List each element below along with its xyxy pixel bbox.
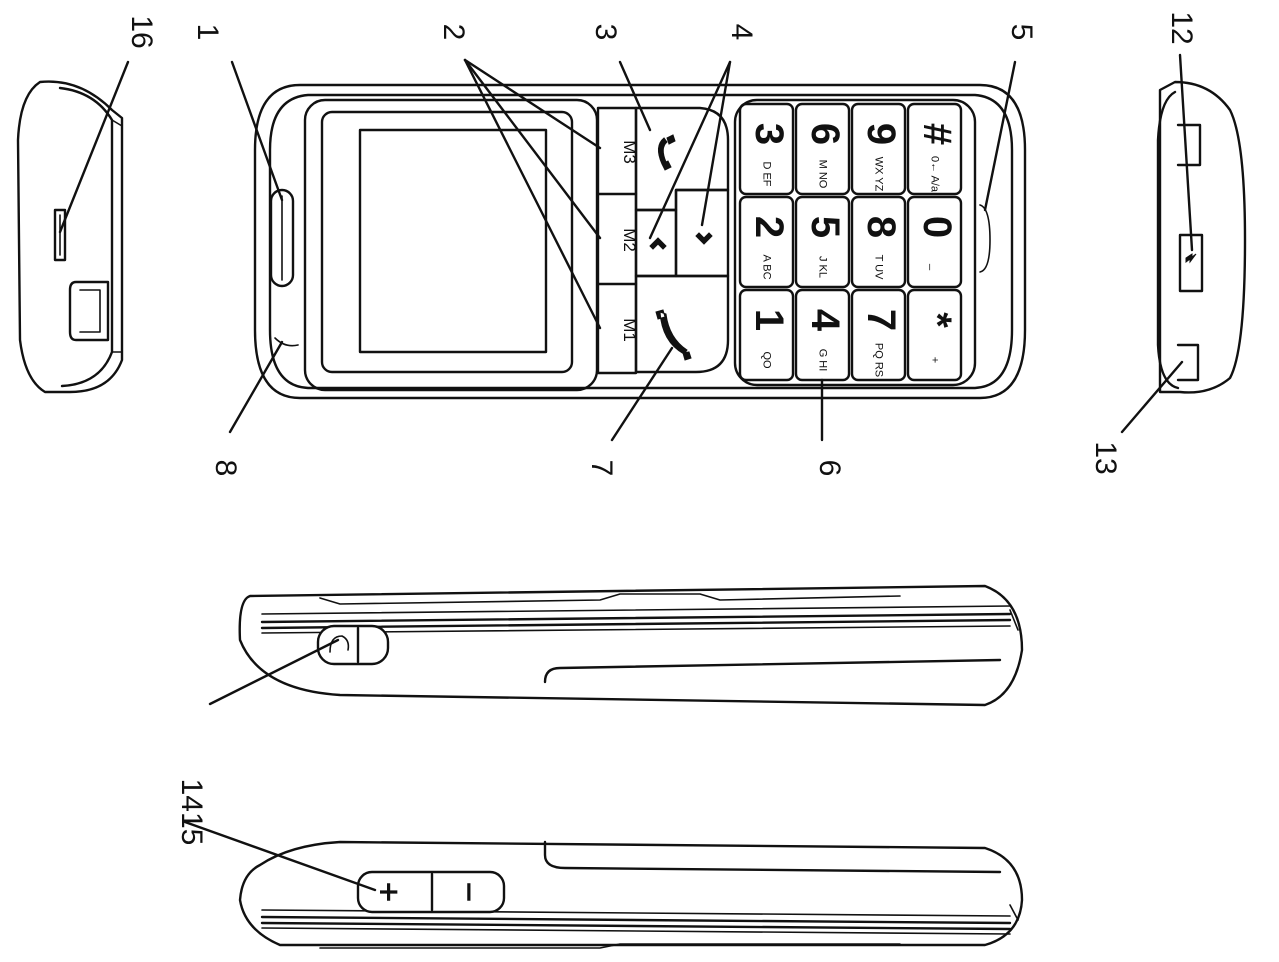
phone-end-icon [658, 134, 676, 171]
key-digit: * [915, 312, 959, 328]
callout-16: 16 [125, 15, 158, 48]
key-digit: # [915, 123, 959, 145]
key-letters: G HI [817, 349, 829, 372]
key-letters: D EF [761, 161, 773, 186]
key-digit: 1 [747, 309, 791, 331]
keypad-key-9[interactable]: 9 WX YZ [850, 102, 907, 196]
keypad-key-0[interactable]: 0_ [906, 195, 963, 289]
keypad-key-5[interactable]: 5 J KL [794, 195, 851, 289]
earpiece-speaker [269, 188, 295, 288]
callout-8: 8 [209, 460, 242, 477]
key-letters: PQ RS [873, 343, 885, 377]
memory-key-m3[interactable]: M3 [620, 140, 639, 164]
phone-bottom-view [1156, 80, 1247, 394]
volume-up-label: + [373, 880, 406, 903]
usb-icon [1185, 253, 1197, 264]
callout-2: 2 [437, 24, 470, 41]
phone-front-view: M3 M2 M1 1QO 2 A BC 3 D EF 4 G HI 5 J KL 6 M NO 7PQ… [253, 83, 1027, 400]
callout-13: 13 [1089, 441, 1122, 474]
key-digit: 8 [859, 216, 903, 238]
key-letters: J KL [817, 256, 829, 278]
leader-lines [58, 53, 1194, 892]
key-digit: 7 [859, 309, 903, 331]
keypad-key-7[interactable]: 7 PQ RS [850, 288, 907, 382]
chevron-up-icon [649, 237, 667, 250]
key-digit: 3 [747, 123, 791, 145]
callout-3: 3 [589, 24, 622, 41]
key-letters: T UV [873, 255, 885, 281]
callout-12: 12 [1165, 11, 1198, 44]
key-digit: 5 [803, 216, 847, 238]
phone-call-icon [655, 309, 692, 361]
screen [358, 128, 548, 354]
key-letters: M NO [817, 160, 829, 189]
key-letters: WX YZ [873, 157, 885, 192]
keypad: 1QO 2 A BC 3 D EF 4 G HI 5 J KL 6 M NO 7 PQ RS 8 T UV 9… [738, 102, 963, 382]
chevron-down-icon [695, 232, 713, 245]
key-digit: 4 [803, 309, 847, 332]
phone-side-view-headset [238, 584, 1024, 707]
phone-side-view-volume: + − [238, 840, 1024, 949]
keypad-key-2[interactable]: 2 A BC [738, 195, 795, 289]
key-letters: _ [929, 263, 941, 271]
callout-7: 7 [585, 460, 618, 477]
key-digit: 9 [859, 123, 903, 145]
callout-1: 1 [191, 24, 224, 41]
key-letters: A BC [761, 254, 773, 279]
key-digit: 0 [915, 216, 959, 238]
key-letters: 0← A/a [929, 156, 941, 193]
keypad-key-6[interactable]: 6 M NO [794, 102, 851, 196]
key-letters: + [929, 357, 941, 363]
callout-1415: 1415 [175, 779, 208, 846]
volume-down-label: − [453, 880, 486, 903]
keypad-key-8[interactable]: 8 T UV [850, 195, 907, 289]
phone-top-view [16, 80, 124, 394]
end-call-button[interactable] [658, 134, 676, 171]
memory-key-m1[interactable]: M1 [620, 318, 639, 342]
call-button[interactable] [634, 274, 730, 374]
keypad-key-3[interactable]: 3 D EF [738, 102, 795, 196]
key-digit: 2 [747, 216, 791, 238]
callout-labels: 1 2 3 4 5 12 16 8 7 6 13 1415 [125, 11, 1198, 845]
key-digit: 6 [803, 123, 847, 145]
keypad-key-1[interactable]: 1QO [738, 288, 795, 382]
keypad-key-star[interactable]: *+ [906, 288, 963, 382]
callout-4: 4 [725, 24, 758, 41]
memory-key-m2[interactable]: M2 [620, 228, 639, 252]
key-letters: QO [761, 351, 773, 369]
keypad-key-hash[interactable]: #0← A/a [906, 102, 963, 196]
callout-5: 5 [1005, 24, 1038, 41]
keypad-key-4[interactable]: 4 G HI [794, 288, 851, 382]
callout-6: 6 [813, 460, 846, 477]
